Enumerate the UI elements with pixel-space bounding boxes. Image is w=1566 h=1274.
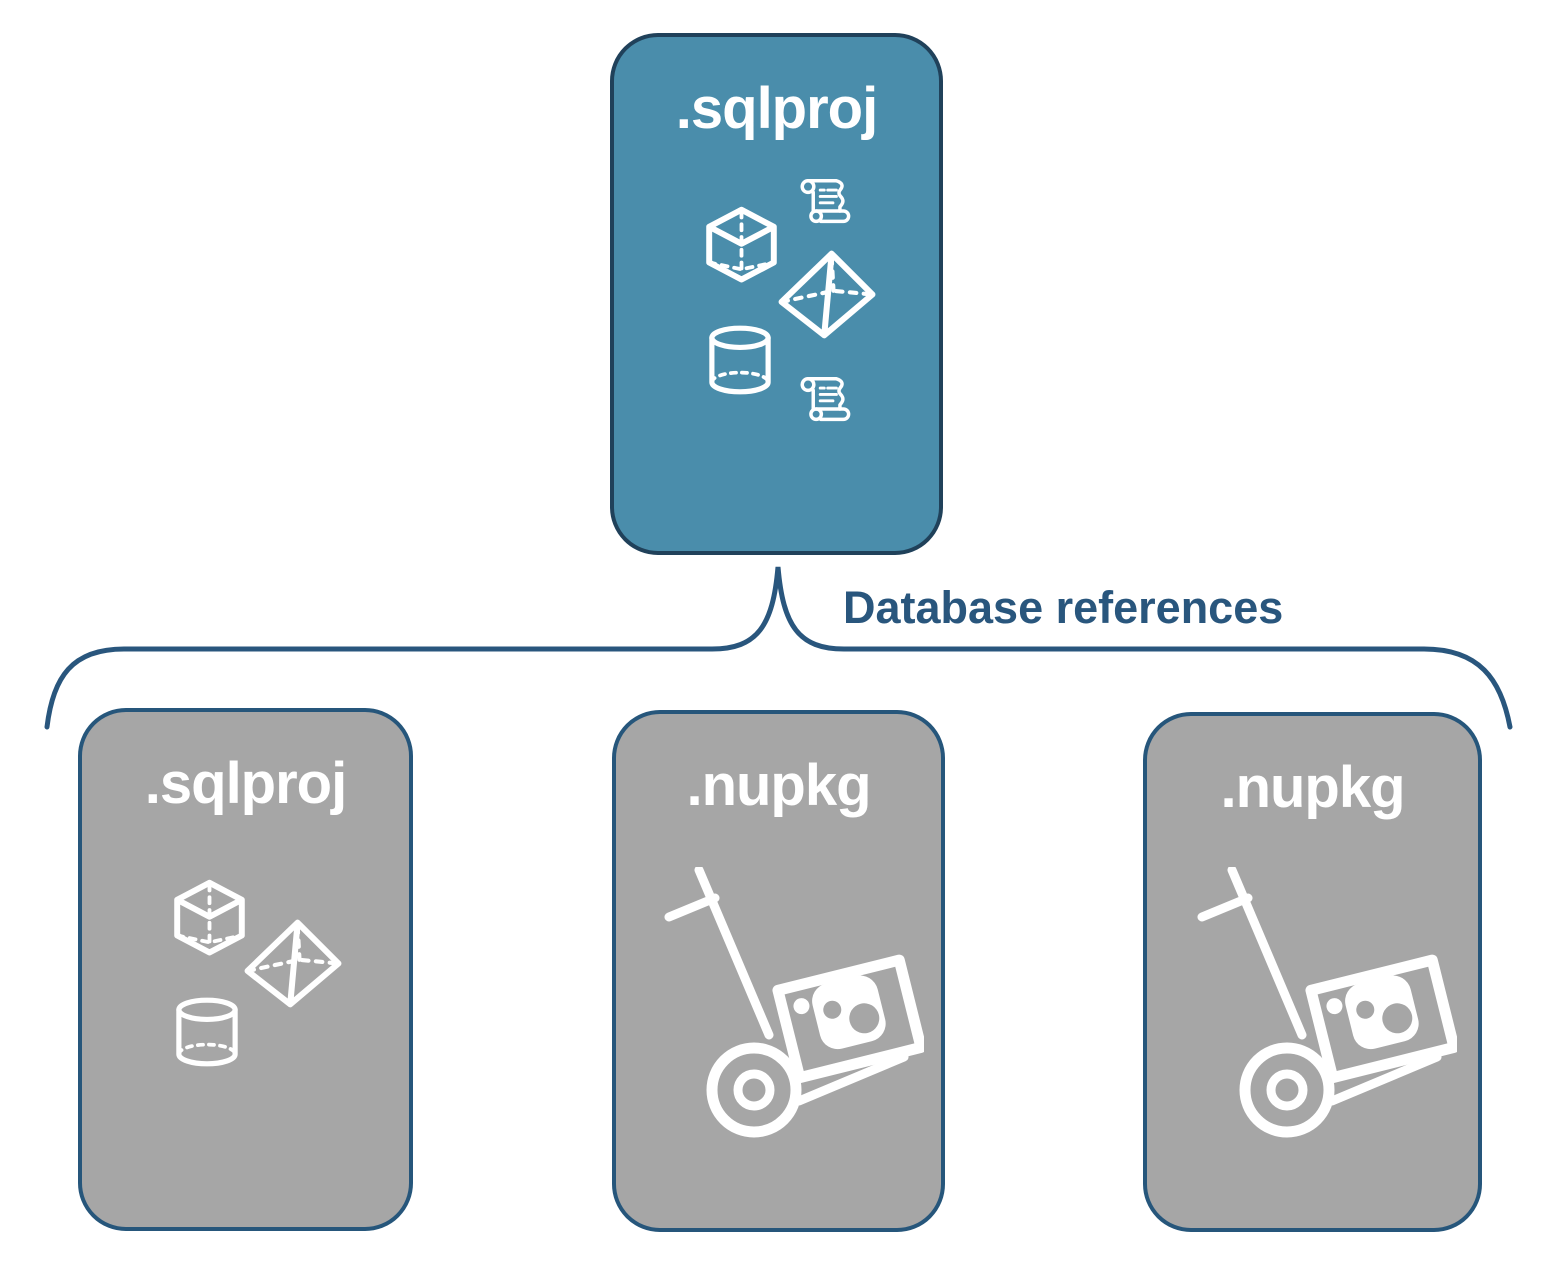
nuget-dolly-icon xyxy=(659,867,924,1142)
scroll-icon xyxy=(797,373,855,431)
cube-icon xyxy=(167,876,252,961)
connector-label: Database references xyxy=(843,582,1284,633)
pyramid-icon xyxy=(776,248,878,341)
brace-connector xyxy=(44,566,1513,730)
scroll-icon xyxy=(797,175,855,233)
child-node-nupkg-2: .nupkg xyxy=(1143,712,1482,1232)
child-node-nupkg-1: .nupkg xyxy=(612,710,945,1232)
cube-icon xyxy=(699,203,784,288)
cylinder-icon xyxy=(170,995,244,1069)
pyramid-icon xyxy=(242,917,344,1010)
child-node-sqlproj: .sqlproj xyxy=(78,708,413,1231)
root-node-sqlproj: .sqlproj xyxy=(610,33,943,555)
root-node-title: .sqlproj xyxy=(675,76,878,141)
child-node-title: .sqlproj xyxy=(144,751,347,816)
child-node-title: .nupkg xyxy=(686,753,871,818)
nuget-dolly-icon xyxy=(1192,867,1457,1142)
cylinder-icon xyxy=(703,323,777,397)
child-node-title: .nupkg xyxy=(1220,755,1405,820)
